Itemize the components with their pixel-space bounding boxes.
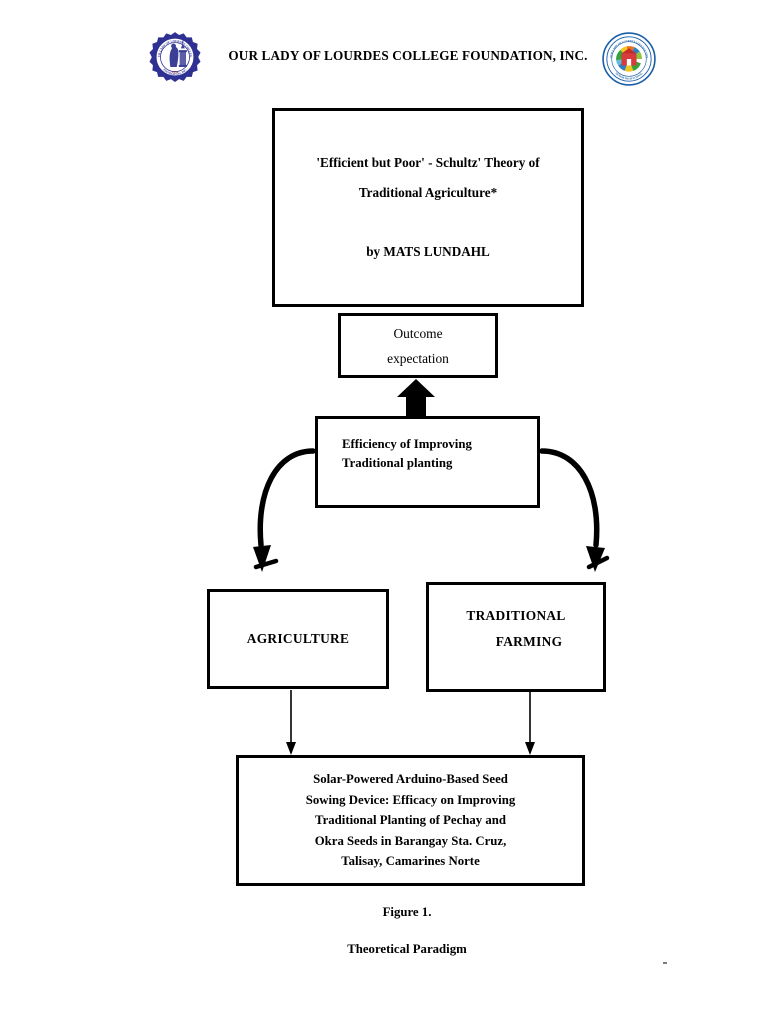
traditional-line-1: TRADITIONAL [466,608,566,623]
research-line-5: Talisay, Camarines Norte [341,854,480,869]
outcome-line-2: expectation [387,350,449,366]
outcome-line-1: Outcome [393,325,443,341]
theory-title-author: by MATS LUNDAHL [366,244,490,259]
ollcf-seal-logo-icon: 1951 OUR LADY OF LOURDES COLLEGE FOUNDAT… [145,28,204,89]
efficiency-line-1: Efficiency of Improving [342,437,472,451]
theory-title-line-1: 'Efficient but Poor' - Schultz' Theory o… [316,155,540,170]
stray-ink-mark [663,962,667,964]
arrow-efficiency-to-outcome-icon [397,379,435,416]
efficiency-box: Efficiency of Improving Traditional plan… [315,416,540,508]
arrow-traditional-to-research-icon [525,692,535,755]
theory-title-line-2: Traditional Agriculture* [358,185,498,200]
research-line-4: Okra Seeds in Barangay Sta. Cruz, [314,833,507,848]
research-line-1: Solar-Powered Arduino-Based Seed [313,772,508,787]
arrow-efficiency-to-agriculture-icon [253,448,316,572]
agriculture-label: AGRICULTURE [246,631,350,646]
research-title-box: Solar-Powered Arduino-Based Seed Sowing … [236,755,585,886]
theory-title-box: 'Efficient but Poor' - Schultz' Theory o… [272,108,584,307]
arrow-efficiency-to-traditional-icon [539,448,610,572]
outcome-expectation-box: Outcome expectation [338,313,498,378]
institution-header-title: OUR LADY OF LOURDES COLLEGE FOUNDATION, … [228,48,588,63]
figure-number-caption: Figure 1. [382,905,432,919]
efficiency-line-2: Traditional planting [342,456,453,470]
research-line-3: Traditional Planting of Pechay and [314,813,507,828]
agriculture-box: AGRICULTURE [207,589,389,689]
figure-title-caption: Theoretical Paradigm [347,942,467,956]
research-line-2: Sowing Device: Efficacy on Improving [305,792,516,807]
traditional-farming-box: TRADITIONAL FARMING [426,582,606,692]
arrow-agriculture-to-research-icon [286,690,296,755]
partner-seal-logo-icon: OUR LADY OF LOURDES COLLEGE FDN SENIOR H… [602,32,656,86]
svg-text:1951: 1951 [172,70,179,74]
traditional-line-2: FARMING [495,634,563,649]
